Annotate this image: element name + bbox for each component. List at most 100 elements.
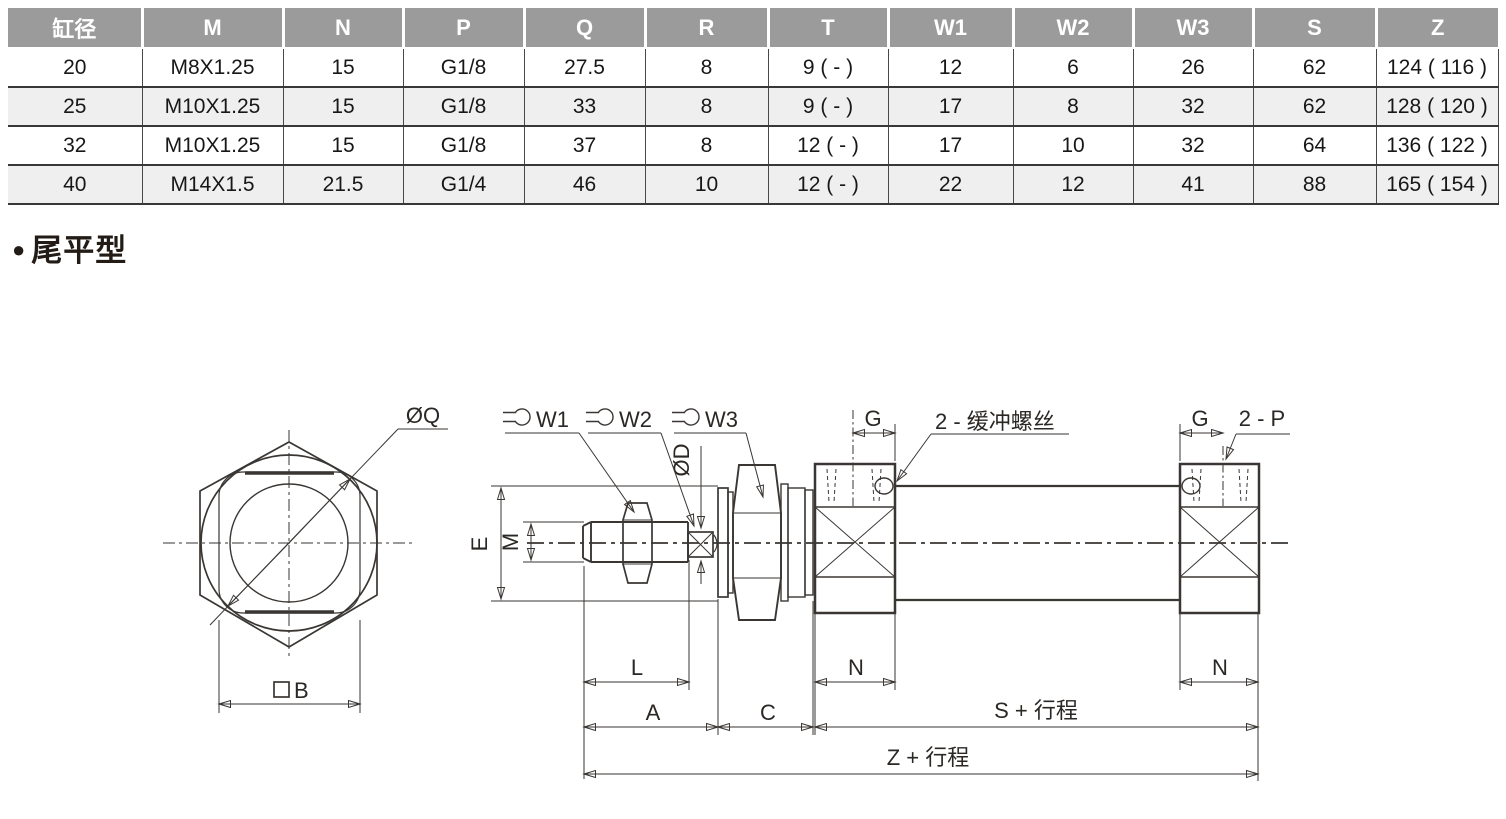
- wrench-icon: [586, 408, 614, 426]
- z-stroke-label: Z + 行程: [887, 745, 970, 770]
- wrench-icon: [672, 408, 700, 426]
- table-cell: G1/4: [402, 165, 524, 205]
- table-cell: 9 ( - ): [767, 48, 888, 88]
- oq-callout: ØQ: [209, 403, 448, 626]
- head-block-left: [813, 410, 897, 615]
- table-cell: 40: [8, 165, 142, 205]
- table-cell: 8: [644, 87, 768, 127]
- head-right-cross: [1179, 506, 1260, 578]
- table-cell: 33: [523, 87, 645, 127]
- table-cell: 8: [644, 48, 768, 88]
- table-cell: 128 ( 120 ): [1375, 87, 1499, 127]
- table-cell: 88: [1252, 165, 1376, 205]
- oq-label: ØQ: [406, 403, 440, 428]
- head-block-right: [1178, 446, 1261, 615]
- table-cell: 62: [1252, 87, 1376, 127]
- spacer-ring: [804, 489, 814, 596]
- g-dimension-left: G: [853, 406, 895, 461]
- a-label: A: [646, 700, 661, 725]
- table-cell: 37: [523, 126, 645, 166]
- table-cell: M8X1.25: [141, 48, 283, 88]
- oq-arrow-lower: [228, 542, 290, 606]
- table-cell: 6: [1012, 48, 1133, 88]
- port-leader: [1226, 433, 1237, 459]
- section-title-text: 尾平型: [31, 233, 128, 268]
- port-label: 2 - P: [1239, 406, 1285, 431]
- column-header: 缸径: [8, 8, 142, 49]
- table-cell: 10: [644, 165, 768, 205]
- w2-leader: [660, 432, 694, 526]
- column-header: P: [401, 8, 524, 49]
- wrench-icon: [503, 408, 531, 426]
- od-dimension: ØD: [669, 444, 701, 584]
- cushion-screw-left: [874, 477, 894, 495]
- table-cell: 25: [8, 87, 142, 127]
- table-cell: 165 ( 154 ): [1375, 165, 1499, 205]
- head-right-outline: [1178, 462, 1261, 615]
- m-label: M: [498, 533, 523, 551]
- w1-leader: [578, 432, 634, 512]
- table-cell: 12 ( - ): [767, 165, 888, 205]
- oq-arrow-upper: [288, 479, 350, 544]
- table-cell: 8: [1012, 87, 1133, 127]
- table-cell: G1/8: [402, 48, 524, 88]
- table-cell: 17: [887, 126, 1013, 166]
- g-dimension-right: G: [1180, 406, 1223, 461]
- od-label: ØD: [669, 444, 694, 477]
- table-cell: 62: [1252, 48, 1376, 88]
- table-cell: 8: [644, 126, 768, 166]
- c-label: C: [760, 700, 776, 725]
- g-right-label: G: [1191, 406, 1208, 431]
- s-stroke-label: S + 行程: [994, 698, 1078, 723]
- table-cell: 32: [8, 126, 142, 166]
- head-left-screw-holes: [826, 468, 882, 503]
- table-cell: 20: [8, 48, 142, 88]
- port-callout: 2 - P: [1226, 406, 1290, 459]
- bottom-dimensions: L N N A C S + 行程 Z + 行程: [584, 560, 1258, 781]
- w3-leader: [745, 432, 763, 497]
- cushion-leader: [897, 433, 932, 481]
- cushion-screw-right: [1181, 477, 1201, 495]
- cushion-screw-label: 2 - 缓冲螺丝: [935, 409, 1055, 434]
- column-header: T: [766, 8, 888, 49]
- outer-circle: [200, 454, 378, 632]
- column-header: Z: [1374, 8, 1498, 49]
- g-left-label: G: [864, 406, 881, 431]
- column-header: W3: [1131, 8, 1253, 49]
- table-cell: 15: [282, 126, 403, 166]
- spigot-cross: [687, 531, 714, 558]
- table-cell: 32: [1132, 87, 1253, 127]
- table-cell: 136 ( 122 ): [1375, 126, 1499, 166]
- table-cell: 9 ( - ): [767, 87, 888, 127]
- w3-label: W3: [705, 407, 738, 432]
- cushion-screw-callout: 2 - 缓冲螺丝: [897, 409, 1069, 481]
- table-cell: M10X1.25: [141, 126, 283, 166]
- spigot-square: [687, 531, 714, 558]
- table-cell: 26: [1132, 48, 1253, 88]
- table-cell: 32: [1132, 126, 1253, 166]
- front-view: ØQ B: [163, 403, 448, 713]
- bullet-icon: ●: [12, 237, 27, 262]
- w1-label: W1: [536, 407, 569, 432]
- column-header: R: [643, 8, 768, 49]
- head-left-outline: [813, 462, 897, 615]
- table-cell: 10: [1012, 126, 1133, 166]
- rod-end-spigot: [687, 531, 718, 558]
- piston-rod: [582, 521, 689, 563]
- spigot-chamfer: [713, 534, 718, 553]
- b-dimension: B: [219, 620, 360, 713]
- column-header: W2: [1011, 8, 1133, 49]
- side-view: E M ØD: [467, 406, 1293, 781]
- table-cell: 41: [1132, 165, 1253, 205]
- w2-label: W2: [619, 407, 652, 432]
- table-cell: 17: [887, 87, 1013, 127]
- table-cell: M14X1.5: [141, 165, 283, 205]
- e-label: E: [467, 537, 492, 552]
- table-cell: 46: [523, 165, 645, 205]
- square-symbol: [273, 681, 290, 698]
